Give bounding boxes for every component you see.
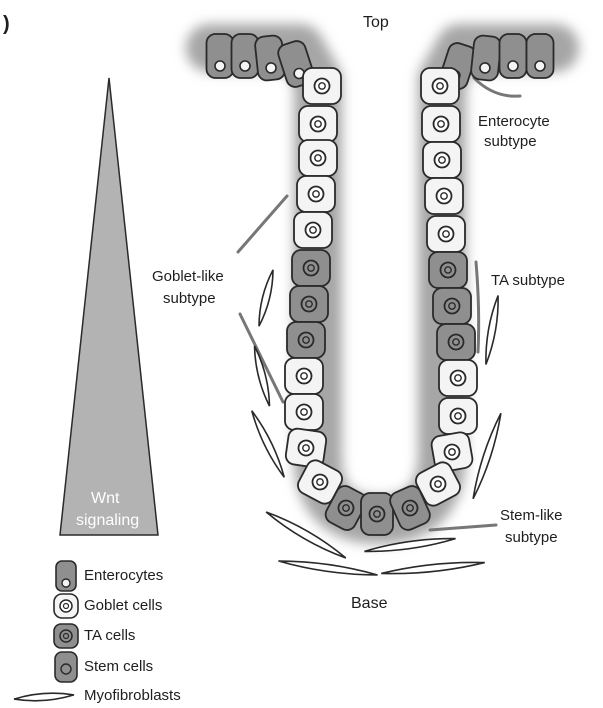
goblet-cell [297, 176, 335, 212]
ta-subtype-label: TA subtype [491, 272, 565, 290]
ta-cell [292, 250, 330, 286]
legend-enterocyte-icon [56, 561, 76, 591]
legend-ta-icon [54, 624, 78, 648]
enterocyte-subtype-label-line2: subtype [484, 133, 537, 151]
myofibroblast [278, 558, 378, 579]
top-label: Top [363, 14, 389, 32]
ta-cell [361, 493, 393, 535]
goblet-like-label-line1: Goblet-like [152, 268, 224, 286]
enterocyte-cell [232, 34, 259, 78]
myofibroblast [14, 691, 74, 702]
legend-label-stem-cells: Stem cells [84, 658, 153, 676]
stem-like-label-line1: Stem-like [500, 507, 563, 525]
myofibroblast [482, 295, 501, 365]
enterocyte-cell [527, 34, 554, 78]
goblet-cell [427, 216, 465, 252]
enterocyte-cell [207, 34, 234, 78]
wnt-label-line1: Wnt [91, 490, 119, 508]
goblet-cell [425, 178, 463, 214]
goblet-like-leader-upper [238, 196, 287, 252]
goblet-cell [294, 212, 332, 248]
ta-cell [437, 324, 475, 360]
ta-subtype-bracket [476, 262, 479, 352]
goblet-like-label-line2: subtype [163, 290, 216, 308]
legend-label-ta-cells: TA cells [84, 627, 135, 645]
stem-like-leader [430, 525, 496, 530]
legend-label-myofibroblasts: Myofibroblasts [84, 687, 181, 705]
ta-cell [290, 286, 328, 322]
goblet-cell [285, 358, 323, 394]
legend-myofibroblast-icon [14, 691, 74, 702]
base-label: Base [351, 595, 387, 613]
stem-like-label-line2: subtype [505, 529, 558, 547]
ta-cell [287, 322, 325, 358]
myofibroblast [381, 559, 485, 577]
wnt-gradient-wedge [60, 78, 158, 535]
wnt-label-line2: signaling [76, 512, 139, 530]
goblet-cell [422, 106, 460, 142]
enterocyte-subtype-bracket [474, 78, 520, 96]
legend-stem-icon [55, 652, 77, 682]
enterocyte-cell [500, 34, 527, 78]
goblet-cell [285, 394, 323, 430]
goblet-cell [439, 398, 477, 434]
goblet-cell [423, 142, 461, 178]
goblet-cell [421, 68, 459, 104]
enterocyte-subtype-label-line1: Enterocyte [478, 113, 550, 131]
legend-icons [14, 561, 78, 703]
panel-mark: ) [3, 13, 10, 35]
goblet-cell [299, 106, 337, 142]
legend-label-enterocytes: Enterocytes [84, 567, 163, 585]
myofibroblast [256, 269, 277, 327]
goblet-cell [439, 360, 477, 396]
ta-cell [433, 288, 471, 324]
ta-cell [429, 252, 467, 288]
myofibroblast [249, 409, 288, 479]
goblet-cell [299, 140, 337, 176]
legend-goblet-icon [54, 594, 78, 618]
goblet-cell [303, 68, 341, 104]
enterocyte-cell [470, 35, 501, 82]
legend-label-goblet-cells: Goblet cells [84, 597, 162, 615]
